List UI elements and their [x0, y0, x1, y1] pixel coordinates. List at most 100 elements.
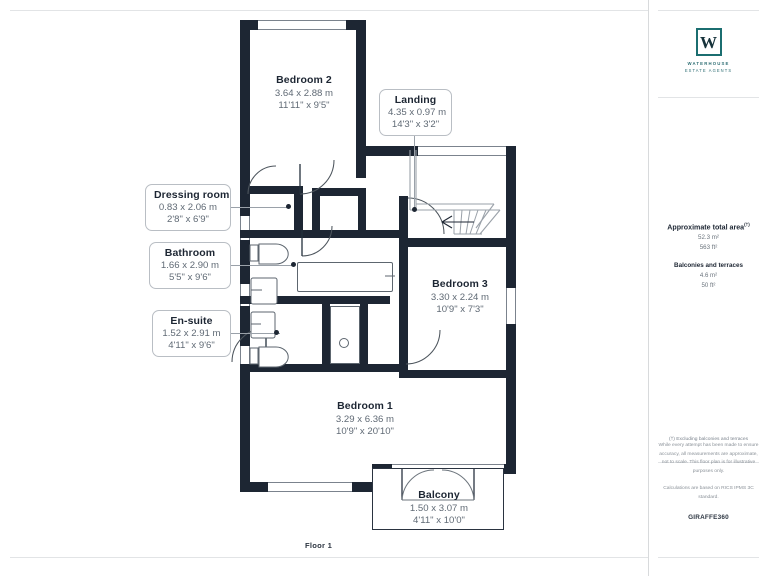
window-bedroom1-bottom	[268, 482, 352, 492]
room-name-bedroom2: Bedroom 2	[276, 74, 332, 86]
room-metric-bathroom: 1.66 x 2.90 m	[160, 260, 220, 272]
room-imperial-landing: 14'3" x 3'2"	[391, 118, 440, 130]
room-name-dressing-room: Dressing room	[154, 189, 230, 201]
shower-tray-icon	[330, 306, 360, 364]
room-metric-bedroom1: 3.29 x 6.36 m	[335, 414, 395, 426]
info-sidebar: W WATERHOUSE ESTATE AGENTS Approximate t…	[649, 0, 768, 576]
sidebar-rule-top	[658, 10, 759, 11]
footer-calculations: Calculations are based on RICS IPMS 3C s…	[663, 486, 754, 500]
wall-landing-bedroom3	[408, 238, 516, 247]
wall-ensuite-right	[322, 304, 330, 366]
wall-bedroom1-right-vert	[506, 380, 516, 472]
leader-ensuite	[228, 333, 280, 334]
wall-exterior-left-mid3	[240, 304, 250, 348]
wall-exterior-left-mid	[240, 190, 250, 218]
window-landing-top	[418, 146, 506, 156]
area-total-metric: 52.3 m²	[698, 234, 719, 242]
room-imperial-balcony: 4'11" x 10'0"	[413, 515, 465, 527]
room-imperial-dressing-room: 2'8" x 6'9"	[167, 213, 209, 225]
wall-bedroom1-top-mid	[322, 364, 400, 372]
wall-ensuite-partition	[360, 304, 368, 366]
logo-company-subtitle: ESTATE AGENTS	[684, 67, 733, 73]
wall-closet-right	[358, 188, 366, 232]
room-name-ensuite: En-suite	[170, 315, 213, 327]
area-title: Approximate total area	[667, 223, 745, 232]
wall-bedroom3-bottom	[399, 370, 516, 378]
room-imperial-bedroom3: 10'9" x 7'3"	[436, 304, 484, 316]
room-metric-ensuite: 1.52 x 2.91 m	[162, 328, 221, 340]
room-name-bedroom1: Bedroom 1	[337, 400, 393, 412]
wall-closet-left	[312, 188, 320, 232]
toilet-icon-ensuite	[249, 346, 289, 368]
wall-closet-top	[312, 188, 366, 196]
sidebar-footer: (†) Excluding balconies and terraces Whi…	[649, 437, 768, 521]
area-summary: Approximate total area(†) 52.3 m² 563 ft…	[649, 222, 768, 289]
room-name-landing: Landing	[394, 94, 437, 106]
bathtub-icon	[297, 262, 393, 292]
room-label-dressing-room: Dressing room 0.83 x 2.06 m 2'8" x 6'9"	[145, 184, 231, 231]
room-metric-balcony: 1.50 x 3.07 m	[409, 503, 469, 515]
sink-icon-ensuite	[250, 311, 276, 339]
room-name-bedroom3: Bedroom 3	[432, 278, 488, 290]
room-metric-dressing-room: 0.83 x 2.06 m	[158, 202, 218, 214]
window-left-dressing	[240, 216, 250, 240]
area-title-marker: (†)	[744, 222, 750, 227]
room-imperial-bathroom: 5'5" x 9'6"	[169, 271, 211, 283]
room-dot-landing	[412, 207, 417, 212]
room-dot-ensuite	[274, 330, 279, 335]
brand-suffix: 360	[717, 514, 729, 522]
wall-bathroom-bottom	[240, 296, 390, 304]
area-balconies-imperial: 50 ft²	[701, 282, 716, 290]
room-label-landing: Landing 4.35 x 0.97 m 14'3" x 3'2"	[379, 89, 452, 136]
sidebar-rule-footer	[658, 462, 759, 463]
wall-bathroom-top	[240, 230, 400, 238]
wall-dressing-right	[294, 186, 303, 234]
wall-exterior-left-upper	[240, 20, 250, 190]
room-label-ensuite: En-suite 1.52 x 2.91 m 4'11" x 9'6"	[152, 310, 231, 357]
room-imperial-bedroom1: 10'9" x 20'10"	[336, 426, 394, 438]
balcony-outline	[372, 468, 504, 530]
room-dot-bathroom	[291, 262, 296, 267]
room-imperial-bedroom2: 11'11" x 9'5"	[278, 100, 330, 112]
wall-bedroom1-top-left	[240, 364, 332, 372]
wall-bedroom2-right	[356, 20, 366, 178]
wall-corridor-right	[399, 196, 408, 376]
room-name-bathroom: Bathroom	[164, 247, 216, 259]
leader-bathroom	[228, 265, 294, 266]
room-metric-bedroom2: 3.64 x 2.88 m	[274, 88, 334, 100]
sidebar-rule-logo	[658, 97, 759, 98]
area-total-imperial: 563 ft²	[699, 244, 718, 252]
wall-exterior-left-lower	[240, 364, 250, 490]
room-fill-landing	[408, 148, 512, 240]
footnote-excluding: (†) Excluding balconies and terraces	[668, 437, 749, 442]
brand-logo: W WATERHOUSE ESTATE AGENTS	[649, 28, 768, 73]
top-divider	[10, 10, 648, 11]
leader-landing	[414, 136, 415, 210]
bathtub-detail-icon	[385, 275, 395, 277]
area-balconies-title: Balconies and terraces	[674, 262, 743, 270]
room-label-bedroom3: Bedroom 3 3.30 x 2.24 m 10'9" x 7'3"	[404, 278, 516, 316]
room-fill-bedroom2	[248, 28, 358, 188]
room-label-bedroom2: Bedroom 2 3.64 x 2.88 m 11'11" x 9'5"	[248, 74, 360, 112]
window-bedroom2-top	[258, 20, 346, 30]
bottom-divider	[10, 557, 648, 558]
room-name-balcony: Balcony	[418, 489, 460, 501]
room-imperial-ensuite: 4'11" x 9'6"	[168, 339, 215, 351]
sidebar-divider	[648, 0, 649, 576]
brand-prefix: GIRAFFE	[688, 514, 718, 522]
room-fill-bedroom3	[408, 248, 512, 376]
window-bedroom3-right	[506, 288, 516, 324]
shower-drain-icon	[339, 338, 349, 348]
room-label-balcony: Balcony 1.50 x 3.07 m 4'11" x 10'0"	[380, 489, 498, 527]
toilet-icon-bathroom	[249, 243, 289, 265]
room-label-bathroom: Bathroom 1.66 x 2.90 m 5'5" x 9'6"	[149, 242, 231, 289]
area-title-row: Approximate total area(†)	[649, 222, 768, 231]
wall-dressing-top	[240, 186, 302, 194]
giraffe360-brand: GIRAFFE360	[649, 514, 768, 521]
room-label-bedroom1: Bedroom 1 3.29 x 6.36 m 10'9" x 20'10"	[300, 400, 430, 438]
logo-company-name: WATERHOUSE	[687, 61, 730, 66]
window-left-bathroom	[240, 284, 250, 306]
wall-exterior-right	[506, 146, 516, 388]
room-metric-bedroom3: 3.30 x 2.24 m	[430, 292, 490, 304]
